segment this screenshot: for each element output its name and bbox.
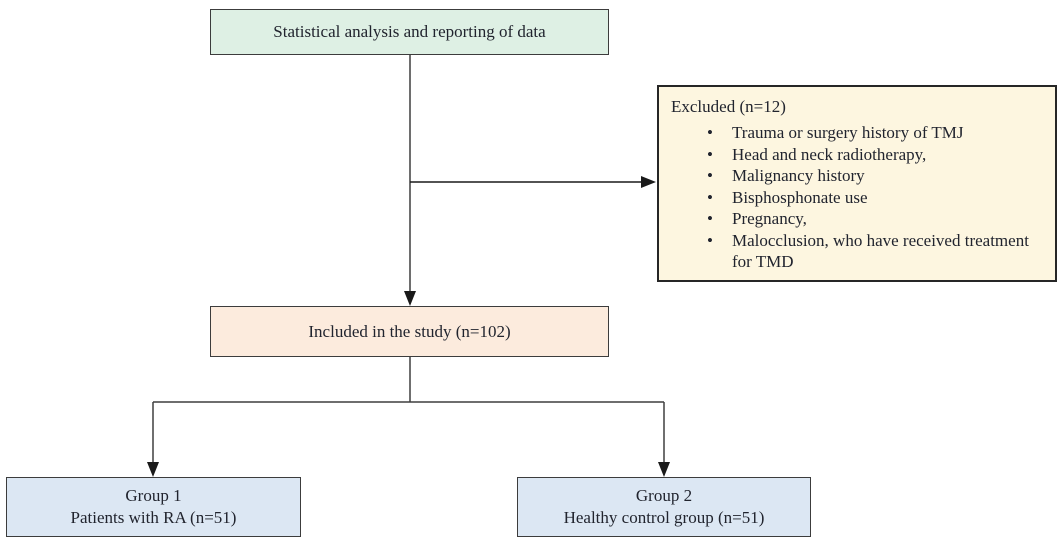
excluded-criteria-list: Trauma or surgery history of TMJ Head an… bbox=[671, 122, 1045, 273]
excluded-item: Malignancy history bbox=[707, 165, 1045, 187]
arrowhead-excluded bbox=[641, 176, 656, 188]
excluded-box: Excluded (n=12) Trauma or surgery histor… bbox=[657, 85, 1057, 282]
excluded-item: Bisphosphonate use bbox=[707, 187, 1045, 209]
group2-subtitle: Healthy control group (n=51) bbox=[563, 508, 765, 527]
excluded-title: Excluded (n=12) bbox=[671, 97, 786, 116]
included-box: Included in the study (n=102) bbox=[210, 306, 609, 357]
arrowhead-included bbox=[404, 291, 416, 306]
statistical-analysis-label: Statistical analysis and reporting of da… bbox=[273, 22, 546, 41]
excluded-item: Trauma or surgery history of TMJ bbox=[707, 122, 1045, 144]
group2-title: Group 2 bbox=[635, 486, 693, 505]
group1-title: Group 1 bbox=[125, 486, 182, 505]
group1-subtitle: Patients with RA (n=51) bbox=[70, 508, 237, 527]
arrowhead-group2 bbox=[658, 462, 670, 477]
excluded-item: Pregnancy, bbox=[707, 208, 1045, 230]
group2-box: Group 2 Healthy control group (n=51) bbox=[517, 477, 811, 537]
group1-box: Group 1 Patients with RA (n=51) bbox=[6, 477, 301, 537]
arrowhead-group1 bbox=[147, 462, 159, 477]
excluded-item: Head and neck radiotherapy, bbox=[707, 144, 1045, 166]
excluded-item: Malocclusion, who have received treatmen… bbox=[707, 230, 1045, 273]
included-label: Included in the study (n=102) bbox=[308, 321, 511, 341]
statistical-analysis-box: Statistical analysis and reporting of da… bbox=[210, 9, 609, 55]
